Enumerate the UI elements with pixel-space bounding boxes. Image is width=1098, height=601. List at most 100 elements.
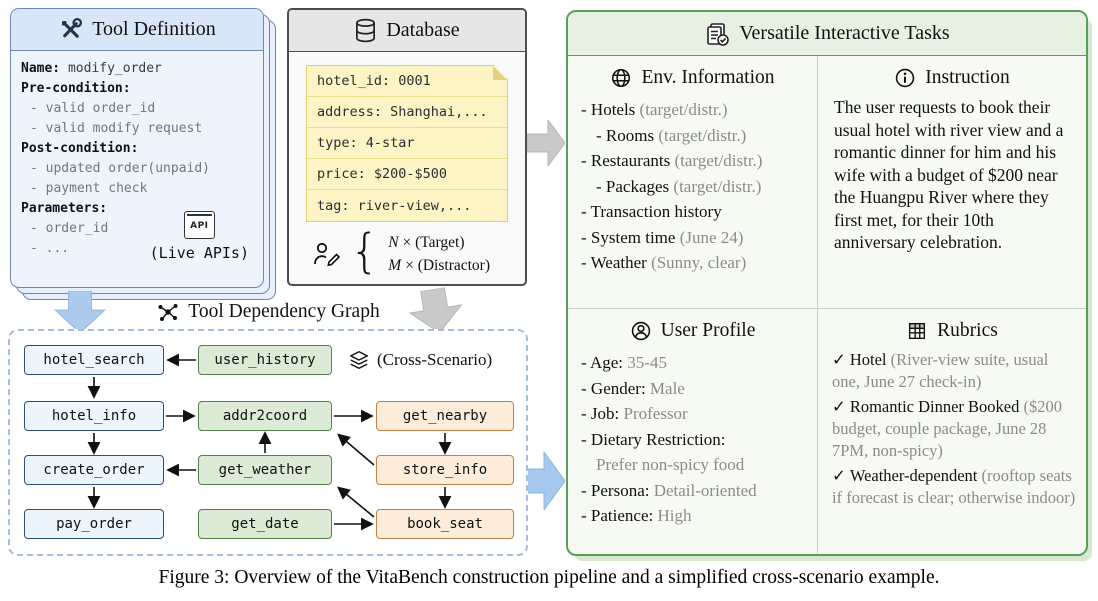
code-line: - order_id — [21, 219, 253, 239]
graph-node-hotel-info: hotel_info — [24, 401, 164, 431]
distractor-label: × (Distractor) — [401, 257, 490, 275]
code-line: Post-condition: — [21, 139, 253, 159]
info-icon — [896, 68, 915, 88]
rubric-text: Hotel — [849, 350, 891, 369]
note-line: price: $200-$500 — [307, 159, 507, 190]
code-line: - payment check — [21, 179, 253, 199]
profile-key: - Age: — [581, 353, 628, 372]
env-information-quadrant: Env. Information - Hotels (target/distr.… — [568, 56, 818, 309]
target-count: N × (Target) — [388, 231, 490, 254]
env-item-text: - Restaurants — [581, 151, 675, 170]
flow-arrow-tooldef-to-graph — [54, 291, 106, 333]
check-icon: ✓ — [832, 350, 846, 369]
profile-item: Prefer non-spicy food — [581, 452, 809, 478]
code-text: - updated order(unpaid) — [30, 161, 211, 176]
code-line: - valid modify request — [21, 119, 253, 139]
profile-value: High — [657, 506, 692, 525]
person-edit-icon — [314, 243, 341, 267]
profile-item: - Dietary Restriction: — [581, 427, 809, 453]
sticky-note: hotel_id: 0001 address: Shanghai,... typ… — [306, 65, 508, 222]
cross-scenario-text: (Cross-Scenario) — [377, 350, 493, 369]
env-item-note: (target/distr.) — [673, 176, 762, 196]
tasks-icon — [707, 22, 730, 46]
rubric-item: ✓Weather-dependent (rooftop seats if for… — [832, 465, 1076, 509]
graph-node-create-order: create_order — [24, 455, 164, 485]
target-label: × (Target) — [398, 234, 465, 251]
env-item-note: (target/distr.) — [639, 100, 728, 119]
code-line: - updated order(unpaid) — [21, 159, 253, 179]
tool-definition-title: Tool Definition — [92, 18, 216, 40]
code-line: Parameters: — [21, 199, 253, 219]
flow-arrow-database-to-graph — [408, 286, 463, 334]
env-title: Env. Information — [641, 67, 775, 88]
live-apis-label: (Live APIs) — [149, 244, 249, 262]
code-key: Name: — [21, 61, 61, 76]
env-item-note: (target/distr.) — [674, 151, 763, 170]
profile-key: - Dietary Restriction: — [581, 429, 726, 449]
profile-key: - Gender: — [581, 378, 650, 398]
rubrics-header: Rubrics — [818, 309, 1086, 347]
graph-node-get-nearby: get_nearby — [376, 401, 514, 431]
rubric-note: ($200 budget, couple package, June 28 7P… — [832, 397, 1063, 460]
user-icon — [631, 321, 650, 341]
env-item-note: (June 24) — [679, 227, 744, 247]
tool-definition-code: Name: modify_order Pre-condition: - vali… — [11, 51, 263, 287]
profile-key: - Job: — [581, 404, 624, 423]
layers-icon — [350, 351, 368, 369]
note-line: hotel_id: 0001 — [307, 66, 507, 97]
graph-node-store-info: store_info — [376, 455, 514, 485]
database-icon — [356, 18, 376, 43]
rubrics-list: ✓Hotel (River-view suite, usual one, Jun… — [818, 347, 1086, 509]
profile-value: Professor — [623, 404, 688, 423]
database-title: Database — [386, 19, 460, 41]
flow-arrow-database-to-tasks — [527, 120, 565, 166]
count-labels: N × (Target) M × (Distractor) — [388, 231, 490, 278]
graph-node-user-history: user_history — [198, 345, 332, 375]
figure-caption: Figure 3: Overview of the VitaBench cons… — [158, 567, 940, 588]
instruction-text: The user requests to book their usual ho… — [834, 97, 1064, 252]
table-icon — [909, 322, 926, 340]
tool-definition-header: Tool Definition — [11, 9, 263, 51]
env-item-text: - Packages — [596, 176, 674, 196]
env-list: - Hotels (target/distr.) - Rooms (target… — [568, 94, 817, 276]
env-item-text: - System time — [581, 227, 680, 247]
profile-key: - Patience: — [581, 506, 658, 525]
graph-node-hotel-search: hotel_search — [24, 345, 164, 375]
code-text: - payment check — [30, 181, 148, 196]
profile-value: Male — [649, 378, 685, 398]
code-text: - ... — [30, 241, 70, 256]
distractor-variable: M — [388, 257, 402, 275]
code-text: - valid modify request — [30, 121, 203, 136]
profile-title: User Profile — [660, 320, 756, 341]
note-fold — [493, 66, 507, 80]
graph-node-get-date: get_date — [198, 509, 332, 539]
env-item-text: - Hotels — [581, 100, 640, 119]
user-profile-quadrant: User Profile - Age: 35-45 - Gender: Male… — [568, 309, 818, 554]
code-text: - valid order_id — [30, 101, 156, 116]
api-icon: API — [184, 211, 215, 239]
rubrics-quadrant: Rubrics ✓Hotel (River-view suite, usual … — [818, 309, 1086, 554]
env-item: - Rooms (target/distr.) — [581, 123, 809, 149]
database-counts: { N × (Target) M × (Distractor) — [289, 228, 525, 278]
database-panel: Database hotel_id: 0001 address: Shangha… — [287, 8, 527, 286]
code-line: - valid order_id — [21, 99, 253, 119]
distractor-count: M × (Distractor) — [388, 254, 490, 277]
code-text: - order_id — [30, 221, 109, 236]
tools-icon — [62, 17, 83, 38]
network-icon — [158, 304, 178, 321]
code-text: modify_order — [60, 61, 162, 76]
rubric-note: (River-view suite, usual one, June 27 ch… — [832, 350, 1049, 391]
cross-scenario-label: (Cross-Scenario) — [348, 345, 492, 375]
graph-title-row: Tool Dependency Graph — [8, 296, 528, 328]
code-line: Name: modify_order — [21, 59, 253, 79]
code-line: - ... — [21, 239, 253, 259]
profile-item: - Gender: Male — [581, 376, 809, 402]
globe-icon — [612, 68, 631, 88]
graph-node-get-weather: get_weather — [198, 455, 332, 485]
env-item-text: - Transaction history — [581, 202, 722, 221]
graph-title: Tool Dependency Graph — [188, 301, 380, 322]
rubric-note: (rooftop seats if forecast is clear; oth… — [832, 466, 1076, 507]
rubric-text: Romantic Dinner Booked — [849, 397, 1024, 416]
profile-header: User Profile — [568, 309, 817, 347]
instruction-header: Instruction — [818, 56, 1086, 94]
